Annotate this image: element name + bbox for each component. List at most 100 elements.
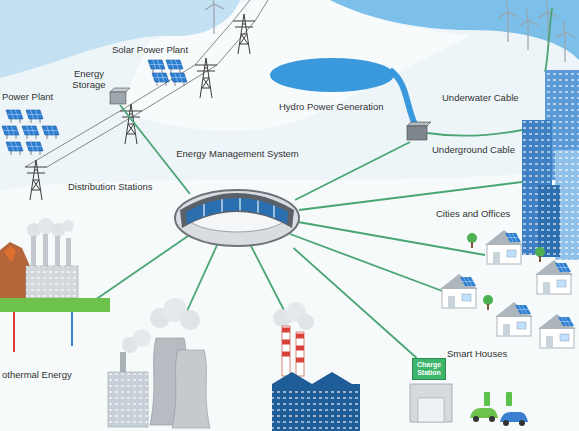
solar-plant (6, 110, 23, 123)
grid-lines (299, 182, 522, 210)
houses (440, 274, 478, 308)
geothermal-plant (71, 312, 73, 346)
power-wires (25, 0, 268, 167)
ems-hub (180, 193, 294, 228)
charge-station (418, 398, 444, 422)
charge-station (410, 384, 528, 426)
hydro-station (407, 122, 431, 140)
label-box: Distribution Stations (68, 181, 152, 192)
city-buildings (522, 70, 579, 260)
label-box: Underwater Cable (442, 92, 519, 103)
solar-plant (26, 110, 43, 123)
geothermal-plant (55, 236, 60, 266)
wind-turbines (556, 21, 575, 62)
trees (487, 304, 489, 310)
callout-label: Distribution Stations (68, 181, 152, 192)
trees (467, 233, 477, 243)
charge-station (470, 408, 498, 418)
ground (0, 170, 579, 431)
houses (485, 230, 523, 264)
label-box: Solar Power Plant (112, 44, 188, 55)
node-text: Energy Management System (165, 148, 310, 159)
water (0, 0, 579, 130)
charge-station (506, 392, 512, 406)
pylons (195, 58, 217, 98)
factory (296, 336, 304, 360)
solar-plant (26, 142, 43, 155)
ems-hub (175, 190, 299, 246)
station-sign: Charge Station (412, 358, 446, 380)
factory (272, 372, 360, 431)
storage-box (110, 88, 130, 92)
wind-turbines (499, 1, 518, 42)
label-box: Underground Cable (432, 144, 515, 155)
geothermal-plant (66, 238, 71, 266)
callout-label: Power Plant (2, 91, 53, 102)
label-box: Hydro Power Generation (279, 101, 384, 112)
wind-turbines (519, 9, 538, 50)
power-plant (108, 372, 148, 427)
grid-lines (95, 236, 188, 300)
callout-label: Solar Power Plant (112, 44, 188, 55)
grid-lines (298, 222, 485, 255)
geothermal-plant (0, 298, 110, 312)
label-box: othermal Energy (2, 369, 72, 380)
charge-station (503, 420, 509, 426)
power-plant (108, 372, 148, 427)
factory (298, 314, 314, 330)
grid-lines (290, 234, 445, 292)
houses (535, 260, 573, 294)
solar-plant (42, 126, 59, 139)
geothermal-plant (31, 236, 36, 266)
wind-turbines (205, 0, 224, 34)
power-plant (180, 310, 200, 330)
power-plant (120, 352, 126, 372)
hydro-station (407, 126, 427, 140)
solar-plant (2, 60, 187, 155)
pylons (25, 14, 255, 200)
label-box: Cities and Offices (436, 208, 510, 219)
storage-box (110, 92, 126, 104)
callout-label: othermal Energy (2, 369, 72, 380)
power-plant (172, 350, 210, 428)
pylons (233, 14, 255, 54)
city-buildings (538, 185, 560, 257)
solar-plant (148, 60, 165, 73)
callout-label: Smart Houses (447, 348, 507, 359)
hydro-station (407, 122, 431, 126)
houses (440, 230, 576, 348)
solar-plant (166, 60, 183, 73)
city-buildings (538, 185, 560, 257)
geothermal-plant (13, 312, 15, 352)
label-box: Power Plant (2, 91, 53, 102)
power-plant (133, 329, 151, 347)
water (390, 70, 418, 130)
callout-label: Energy Storage (72, 68, 105, 90)
trees (539, 256, 541, 262)
solar-plant (152, 73, 169, 86)
geothermal-plant (26, 266, 78, 298)
callout-label: Underground Cable (432, 144, 515, 155)
grid-lines (182, 243, 218, 322)
charge-station (489, 416, 495, 422)
houses (495, 302, 533, 336)
factory (272, 390, 360, 431)
geothermal-plant (0, 218, 110, 352)
label-box: Smart Houses (447, 348, 507, 359)
wind-turbines (205, 0, 575, 62)
solar-plant (170, 73, 187, 86)
solar-plant (6, 142, 23, 155)
geothermal-plant (62, 220, 74, 232)
water (330, 0, 579, 60)
charge-station (473, 416, 479, 422)
pylons (25, 160, 47, 200)
ems-hub (204, 198, 274, 218)
solar-plant (2, 126, 19, 139)
hub-node: Energy Management System (165, 148, 310, 248)
ems-hub (175, 190, 299, 246)
geothermal-plant (26, 266, 78, 298)
factory (272, 302, 360, 431)
callout-label: Underwater Cable (442, 92, 519, 103)
